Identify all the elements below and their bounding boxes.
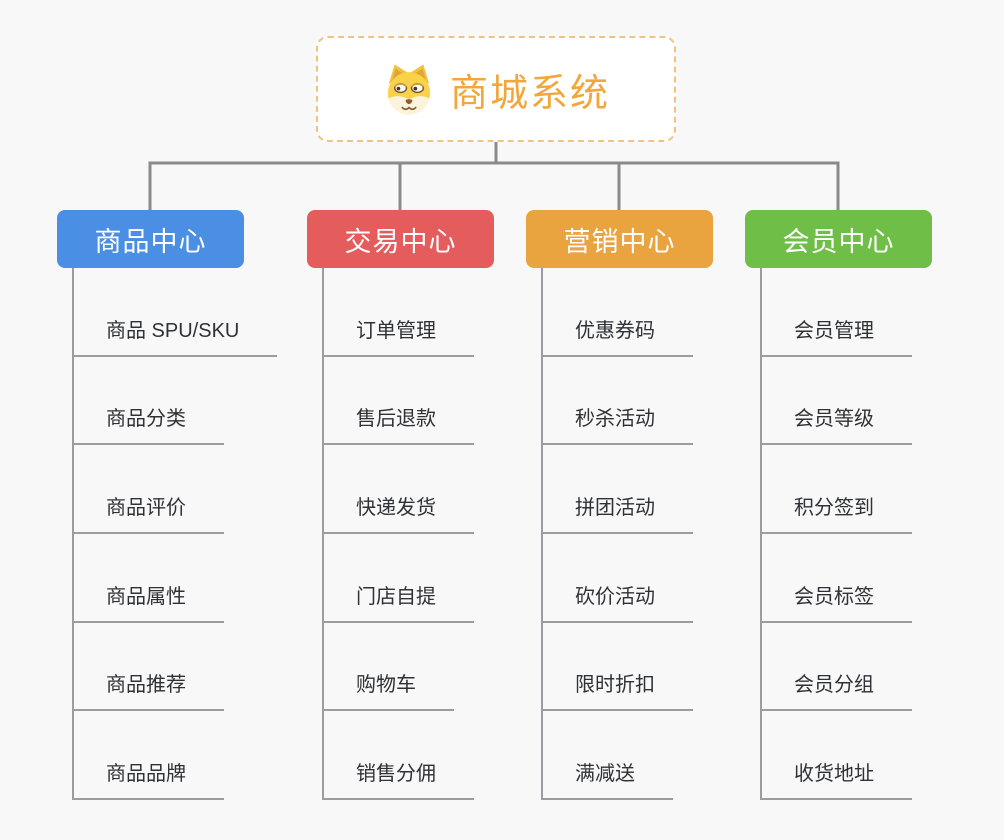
child-topic[interactable]: 砍价活动 (541, 580, 693, 623)
branch-node-marketing[interactable]: 营销中心 (526, 210, 713, 268)
child-topic[interactable]: 会员等级 (760, 402, 912, 446)
child-topic[interactable]: 销售分佣 (322, 757, 474, 800)
branch-children-members: 会员管理 会员等级 积分签到 会员标签 会员分组 收货地址 (760, 268, 912, 800)
child-topic[interactable]: 拼团活动 (541, 491, 693, 534)
root-title: 商城系统 (449, 72, 610, 115)
child-topic[interactable]: 售后退款 (322, 402, 474, 446)
child-topic[interactable]: 快递发货 (322, 491, 474, 534)
branch-children-trade: 订单管理 售后退款 快递发货 门店自提 购物车 销售分佣 (322, 268, 474, 800)
child-topic[interactable]: 积分签到 (760, 491, 912, 534)
root-node[interactable]: 商城系统 (316, 36, 676, 142)
child-topic[interactable]: 门店自提 (322, 580, 474, 623)
child-topic[interactable]: 会员标签 (760, 580, 912, 623)
branch-children-marketing: 优惠券码 秒杀活动 拼团活动 砍价活动 限时折扣 满减送 (541, 268, 693, 800)
child-topic[interactable]: 商品品牌 (72, 757, 224, 800)
child-topic[interactable]: 收货地址 (760, 757, 912, 800)
child-topic[interactable]: 会员分组 (760, 668, 912, 712)
child-topic[interactable]: 满减送 (541, 757, 673, 800)
child-topic[interactable]: 商品评价 (72, 491, 224, 534)
branch-node-members[interactable]: 会员中心 (745, 210, 932, 268)
child-topic[interactable]: 购物车 (322, 668, 454, 712)
child-topic[interactable]: 商品属性 (72, 580, 224, 623)
doge-icon (387, 64, 431, 115)
child-topic[interactable]: 会员管理 (760, 314, 912, 357)
branch-node-products[interactable]: 商品中心 (57, 210, 244, 268)
branch-node-trade[interactable]: 交易中心 (307, 210, 494, 268)
child-topic[interactable]: 商品 SPU/SKU (72, 314, 278, 357)
branch-children-products: 商品 SPU/SKU 商品分类 商品评价 商品属性 商品推荐 商品品牌 (72, 268, 278, 800)
child-topic[interactable]: 优惠券码 (541, 314, 693, 357)
child-topic[interactable]: 限时折扣 (541, 668, 693, 712)
child-topic[interactable]: 商品推荐 (72, 668, 224, 712)
child-topic[interactable]: 秒杀活动 (541, 402, 693, 446)
child-topic[interactable]: 商品分类 (72, 402, 224, 446)
child-topic[interactable]: 订单管理 (322, 314, 474, 357)
